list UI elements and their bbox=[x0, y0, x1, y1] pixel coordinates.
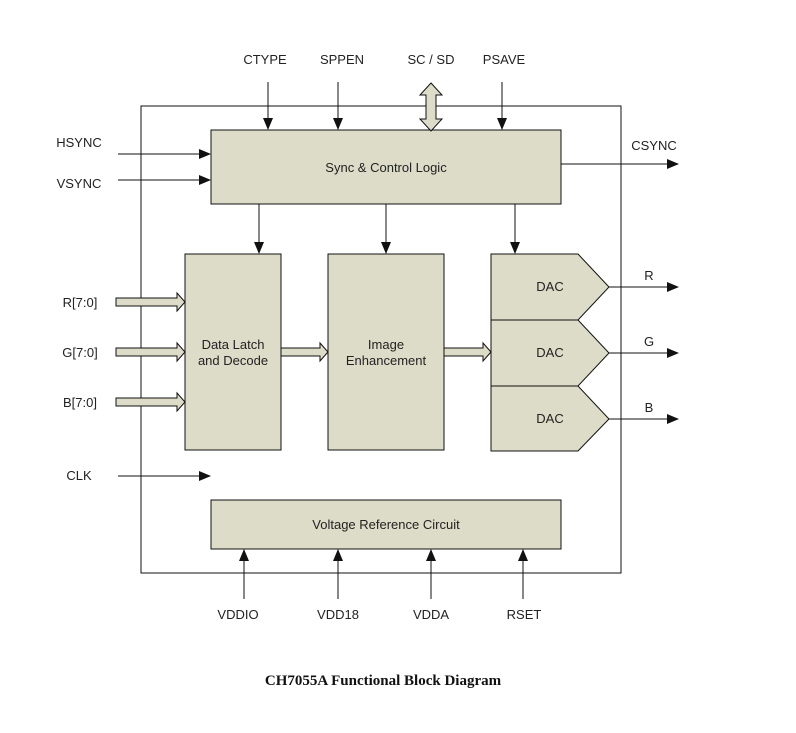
b-bus-label: B[7:0] bbox=[63, 395, 97, 410]
clk-label: CLK bbox=[66, 468, 92, 483]
chip-boundary bbox=[140, 105, 622, 574]
g-bus-arrow bbox=[115, 341, 186, 363]
figure-caption: CH7055A Functional Block Diagram bbox=[265, 673, 502, 689]
rset-label: RSET bbox=[507, 607, 542, 622]
voltage-reference-label: Voltage Reference Circuit bbox=[312, 517, 460, 532]
b-output-label: B bbox=[645, 400, 654, 415]
b-bus-arrow bbox=[115, 391, 186, 413]
dac-block-r bbox=[490, 253, 610, 321]
voltage-reference-block bbox=[210, 499, 562, 550]
vdd18-label: VDD18 bbox=[317, 607, 359, 622]
g-output-label: G bbox=[644, 334, 654, 349]
r-bus-arrow bbox=[115, 291, 186, 313]
vddio-label: VDDIO bbox=[217, 607, 258, 622]
r-bus-label: R[7:0] bbox=[63, 295, 98, 310]
r-output-label: R bbox=[644, 268, 653, 283]
enhancement-to-dac-arrow bbox=[443, 341, 492, 363]
image-enhancement-label-line1: Image bbox=[368, 337, 404, 352]
dac-label-g: DAC bbox=[536, 345, 563, 360]
scsd-label: SC / SD bbox=[408, 52, 455, 67]
sppen-label: SPPEN bbox=[320, 52, 364, 67]
image-enhancement-label-line2: Enhancement bbox=[346, 353, 427, 368]
vdda-label: VDDA bbox=[413, 607, 449, 622]
dac-block-b bbox=[490, 385, 610, 452]
sync-control-block bbox=[210, 129, 562, 205]
hsync-label: HSYNC bbox=[56, 135, 102, 150]
sync-control-label: Sync & Control Logic bbox=[325, 160, 447, 175]
dac-label-b: DAC bbox=[536, 411, 563, 426]
dac-block-g bbox=[490, 319, 610, 387]
image-enhancement-block bbox=[327, 253, 445, 451]
data-latch-label-line2: and Decode bbox=[198, 353, 268, 368]
latch-to-enhancement-arrow bbox=[280, 341, 329, 363]
psave-label: PSAVE bbox=[483, 52, 526, 67]
data-latch-label-line1: Data Latch bbox=[202, 337, 265, 352]
data-latch-block bbox=[184, 253, 282, 451]
g-bus-label: G[7:0] bbox=[62, 345, 97, 360]
csync-label: CSYNC bbox=[631, 138, 677, 153]
ctype-label: CTYPE bbox=[243, 52, 287, 67]
vsync-label: VSYNC bbox=[57, 176, 102, 191]
dac-label-r: DAC bbox=[536, 279, 563, 294]
scsd-bidirectional-arrow bbox=[418, 82, 444, 132]
